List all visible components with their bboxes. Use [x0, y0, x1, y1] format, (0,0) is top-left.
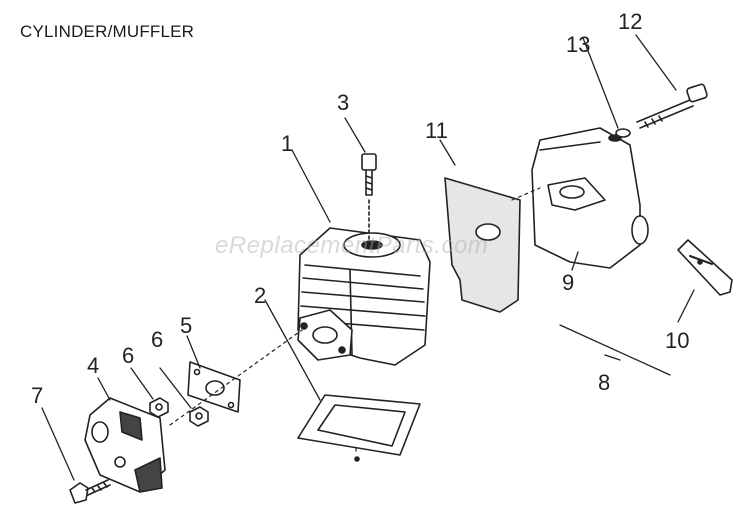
muffler [531, 127, 649, 269]
callout-1: 1 [281, 131, 294, 156]
intake-gasket [187, 361, 241, 413]
muffler-gasket [444, 177, 521, 313]
callout-13: 13 [566, 32, 591, 57]
muffler-bolt [636, 83, 708, 129]
nut-upper [149, 397, 169, 418]
adaptor-screw [69, 479, 111, 504]
nut-lower [189, 406, 209, 427]
callout-3: 3 [337, 90, 350, 115]
callout-12: 12 [618, 9, 643, 34]
muffler-tube [677, 239, 733, 296]
callout-2: 2 [254, 283, 267, 308]
watermark: eReplacementParts.com [215, 232, 489, 259]
page-title: CYLINDER/MUFFLER [20, 22, 195, 41]
cylinder-bolt [361, 153, 377, 245]
cylinder [297, 227, 431, 366]
callout-9: 9 [562, 270, 575, 295]
callout-4: 4 [87, 353, 100, 378]
callout-8: 8 [598, 370, 611, 395]
callout-6-left: 6 [122, 343, 135, 368]
callout-6-right: 6 [151, 327, 164, 352]
washer [615, 128, 631, 138]
callout-7: 7 [31, 383, 44, 408]
cylinder-gasket [297, 394, 421, 462]
assembly-lines [169, 187, 541, 456]
leader-lines [41, 34, 695, 481]
intake-adaptor [84, 397, 166, 493]
callout-10: 10 [665, 328, 690, 353]
callout-11: 11 [425, 118, 448, 143]
callout-5: 5 [180, 313, 193, 338]
